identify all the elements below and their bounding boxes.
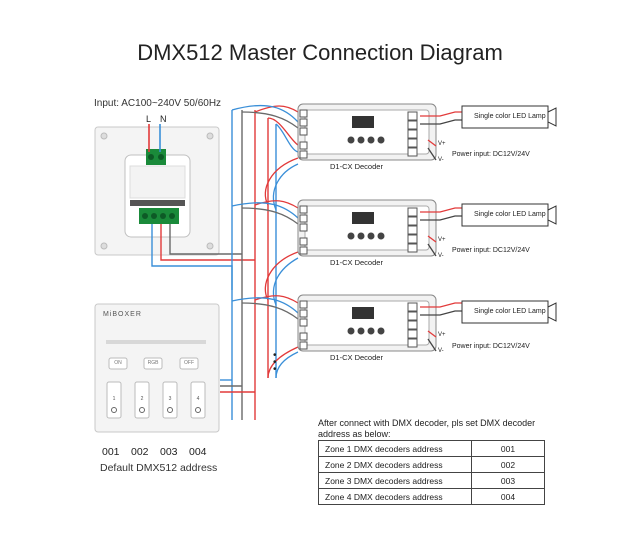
continuation-dots: • • • bbox=[273, 350, 277, 375]
zone-address-2: 002 bbox=[131, 446, 149, 458]
zone-address-3: 003 bbox=[160, 446, 178, 458]
panel-brand: MiBOXER bbox=[103, 311, 142, 318]
decoder-3-wiring bbox=[231, 295, 299, 379]
panel-mode-label: RGB bbox=[147, 360, 159, 366]
diagram-title: DMX512 Master Connection Diagram bbox=[137, 40, 503, 65]
lamp-3-label: Single color LED Lamp bbox=[474, 308, 546, 315]
panel-zone-1: 1 bbox=[112, 396, 116, 402]
zone-cell: Zone 4 DMX decoders address bbox=[318, 488, 472, 505]
table-row: Zone 1 DMX decoders address 001 bbox=[318, 440, 545, 457]
address-cell: 002 bbox=[471, 456, 545, 473]
address-cell: 001 bbox=[471, 440, 545, 457]
decoder-2 bbox=[297, 199, 437, 257]
decoder-1 bbox=[297, 103, 437, 161]
lamp-2-label: Single color LED Lamp bbox=[474, 211, 546, 218]
zone-address-1: 001 bbox=[102, 446, 120, 458]
decoder-2-vplus: V+ bbox=[438, 237, 446, 243]
panel-off-label: OFF bbox=[184, 360, 194, 366]
decoder-2-power: Power input: DC12V/24V bbox=[452, 247, 530, 254]
decoder-3-vplus: V+ bbox=[438, 332, 446, 338]
table-row: Zone 2 DMX decoders address 002 bbox=[318, 456, 545, 473]
decoder-3 bbox=[297, 294, 437, 352]
decoder-3-vminus: V- bbox=[438, 348, 444, 354]
decoder-2-name: D1-CX Decoder bbox=[330, 258, 383, 267]
address-table: Zone 1 DMX decoders address 001 Zone 2 D… bbox=[318, 440, 545, 505]
decoder-2-outputs bbox=[420, 203, 557, 257]
decoder-1-outputs bbox=[420, 105, 557, 161]
live-wire-label: L bbox=[146, 114, 152, 124]
panel-zone-4: 4 bbox=[196, 396, 200, 402]
panel-zone-3: 3 bbox=[168, 396, 172, 402]
address-cell: 003 bbox=[471, 472, 545, 489]
decoder-3-outputs bbox=[420, 300, 557, 352]
decoder-3-name: D1-CX Decoder bbox=[330, 353, 383, 362]
decoder-1-vplus: V+ bbox=[438, 141, 446, 147]
decoder-1-power: Power input: DC12V/24V bbox=[452, 151, 530, 158]
input-voltage-label: Input: AC100~240V 50/60Hz bbox=[94, 98, 222, 109]
panel-zone-2: 2 bbox=[140, 396, 144, 402]
zone-address-4: 004 bbox=[189, 446, 207, 458]
neutral-wire-label: N bbox=[160, 114, 167, 124]
table-row: Zone 4 DMX decoders address 004 bbox=[318, 488, 545, 505]
decoder-2-vminus: V- bbox=[438, 253, 444, 259]
zone-cell: Zone 3 DMX decoders address bbox=[318, 472, 472, 489]
default-address-label: Default DMX512 address bbox=[100, 462, 218, 474]
zone-cell: Zone 1 DMX decoders address bbox=[318, 440, 472, 457]
zone-cell: Zone 2 DMX decoders address bbox=[318, 456, 472, 473]
address-cell: 004 bbox=[471, 488, 545, 505]
panel-on-label: ON bbox=[114, 360, 122, 366]
panel-front bbox=[94, 303, 220, 433]
table-row: Zone 3 DMX decoders address 003 bbox=[318, 472, 545, 489]
decoder-1-vminus: V- bbox=[438, 157, 444, 163]
decoder-1-name: D1-CX Decoder bbox=[330, 162, 383, 171]
dmx-bus bbox=[231, 110, 277, 420]
decoder-3-power: Power input: DC12V/24V bbox=[452, 343, 530, 350]
lamp-1-label: Single color LED Lamp bbox=[474, 113, 546, 120]
panel-back bbox=[94, 126, 220, 256]
address-note: After connect with DMX decoder, pls set … bbox=[318, 418, 536, 439]
